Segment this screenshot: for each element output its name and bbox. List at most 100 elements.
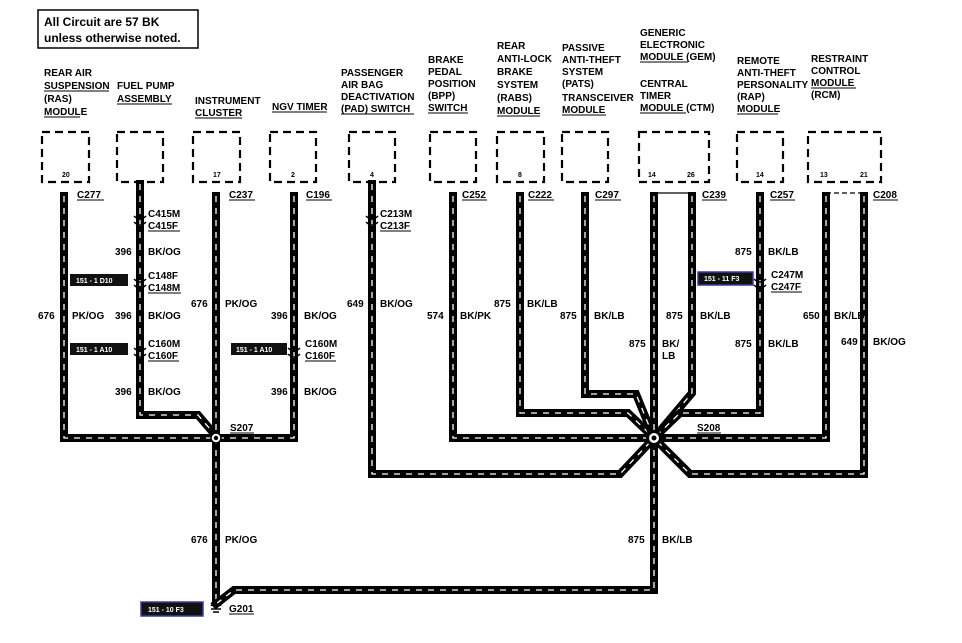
module-box-rabs [495, 130, 546, 184]
svg-text:151 - 1 D10: 151 - 1 D10 [76, 278, 113, 285]
svg-text:574: 574 [427, 311, 444, 322]
pin-gem-26: 26 [687, 172, 695, 179]
svg-text:(RAP): (RAP) [737, 92, 765, 103]
svg-text:MODULE: MODULE [562, 105, 606, 116]
svg-text:PK/OG: PK/OG [225, 299, 257, 310]
ref-tag-5[interactable]: 151 - 10 F3 [140, 601, 204, 617]
module-title-bpp: BRAKE PEDAL POSITION (BPP) SWITCH [428, 55, 476, 114]
splice-label-s207: S207 [230, 423, 254, 434]
svg-text:875: 875 [666, 311, 683, 322]
svg-text:PASSIVE: PASSIVE [562, 43, 605, 54]
connector-c160f-a: C160F [148, 351, 178, 362]
svg-text:650: 650 [803, 311, 820, 322]
module-title-ngv-timer: NGV TIMER [272, 102, 328, 113]
svg-text:BK/LB: BK/LB [662, 535, 693, 546]
connector-c415f: C415F [148, 221, 178, 232]
wires [60, 180, 868, 610]
wire-pad [368, 180, 660, 478]
svg-text:MODULE (GEM): MODULE (GEM) [640, 52, 716, 63]
ground-icon [210, 600, 222, 613]
connector-c160m-a: C160M [148, 339, 180, 350]
pin-gem-14: 14 [648, 172, 656, 179]
module-box-ras [40, 130, 91, 184]
svg-text:396: 396 [271, 387, 288, 398]
svg-text:676: 676 [191, 299, 208, 310]
svg-text:ANTI-THEFT: ANTI-THEFT [737, 68, 796, 79]
svg-text:DEACTIVATION: DEACTIVATION [341, 92, 415, 103]
pin-ras: 20 [62, 172, 70, 179]
svg-text:ASSEMBLY: ASSEMBLY [117, 94, 172, 105]
connector-marks [133, 215, 767, 358]
wire-label-ground-left: 676 PK/OG [191, 535, 257, 546]
svg-text:MODULE: MODULE [737, 104, 781, 115]
module-box-rcm [806, 130, 883, 184]
svg-text:NGV TIMER: NGV TIMER [272, 102, 328, 113]
svg-text:POSITION: POSITION [428, 79, 476, 90]
module-box-ngv-timer [268, 130, 318, 184]
svg-text:PK/OG: PK/OG [225, 535, 257, 546]
module-box-rap [735, 130, 785, 184]
connector-c247f: C247F [771, 282, 801, 293]
svg-text:BK/LB: BK/LB [700, 311, 731, 322]
pin-pad: 4 [370, 172, 374, 179]
svg-text:BK/OG: BK/OG [148, 387, 181, 398]
wire-label-rcm-13: 650 BK/LB [803, 311, 865, 322]
splice-s208: S208 [646, 423, 721, 446]
svg-text:ELECTRONIC: ELECTRONIC [640, 40, 705, 51]
note-line-1: All Circuit are 57 BK [44, 15, 160, 29]
svg-text:676: 676 [38, 311, 55, 322]
module-box-instrument-cluster [191, 130, 242, 184]
module-box-fuel-pump [115, 130, 165, 184]
connector-c160f-b: C160F [305, 351, 335, 362]
connector-c415m: C415M [148, 209, 180, 220]
svg-text:875: 875 [560, 311, 577, 322]
svg-text:AIR BAG: AIR BAG [341, 80, 383, 91]
svg-text:TIMER: TIMER [640, 91, 672, 102]
module-title-pats: PASSIVE ANTI-THEFT SYSTEM (PATS) TRANSCE… [562, 43, 634, 116]
connector-c257: C257 [770, 190, 794, 201]
svg-text:PASSENGER: PASSENGER [341, 68, 404, 79]
ground-label: G201 [229, 604, 254, 615]
svg-text:BK/: BK/ [662, 339, 679, 350]
svg-text:CENTRAL: CENTRAL [640, 79, 688, 90]
module-title-ras: REAR AIR SUSPENSION (RAS) MODULE [44, 68, 110, 118]
svg-text:REMOTE: REMOTE [737, 56, 780, 67]
svg-text:(BPP): (BPP) [428, 91, 455, 102]
svg-text:CLUSTER: CLUSTER [195, 108, 243, 119]
svg-text:BK/LB: BK/LB [834, 311, 865, 322]
note-box: All Circuit are 57 BK unless otherwise n… [37, 9, 199, 49]
svg-text:MODULE: MODULE [497, 106, 541, 117]
module-box-pats [560, 130, 610, 184]
connector-c222: C222 [528, 190, 552, 201]
svg-text:MODULE (CTM): MODULE (CTM) [640, 103, 714, 114]
svg-text:649: 649 [347, 299, 364, 310]
connector-c196: C196 [306, 190, 330, 201]
wire-label-ngv-2: 396 BK/OG [271, 387, 337, 398]
module-box-gem [637, 130, 711, 184]
svg-text:396: 396 [115, 247, 132, 258]
module-title-pad: PASSENGER AIR BAG DEACTIVATION (PAD) SWI… [341, 68, 415, 115]
svg-text:BK/OG: BK/OG [304, 387, 337, 398]
svg-text:676: 676 [191, 535, 208, 546]
connector-c148m: C148M [148, 283, 180, 294]
svg-text:(PAD) SWITCH: (PAD) SWITCH [341, 104, 410, 115]
svg-text:SUSPENSION: SUSPENSION [44, 81, 110, 92]
svg-text:REAR: REAR [497, 41, 526, 52]
ref-tag-1[interactable]: 151 - 1 D10 [70, 274, 128, 286]
svg-text:BRAKE: BRAKE [428, 55, 464, 66]
svg-text:RESTRAINT: RESTRAINT [811, 54, 868, 65]
svg-text:SWITCH: SWITCH [428, 103, 467, 114]
svg-text:151 - 10 F3: 151 - 10 F3 [148, 607, 184, 614]
ref-tag-4[interactable]: 151 - 11 F3 [697, 271, 754, 286]
connector-c247m: C247M [771, 270, 803, 281]
ref-tag-3[interactable]: 151 - 1 A10 [231, 343, 287, 355]
note-line-2: unless otherwise noted. [44, 31, 181, 45]
ref-tag-2[interactable]: 151 - 1 A10 [70, 343, 128, 355]
